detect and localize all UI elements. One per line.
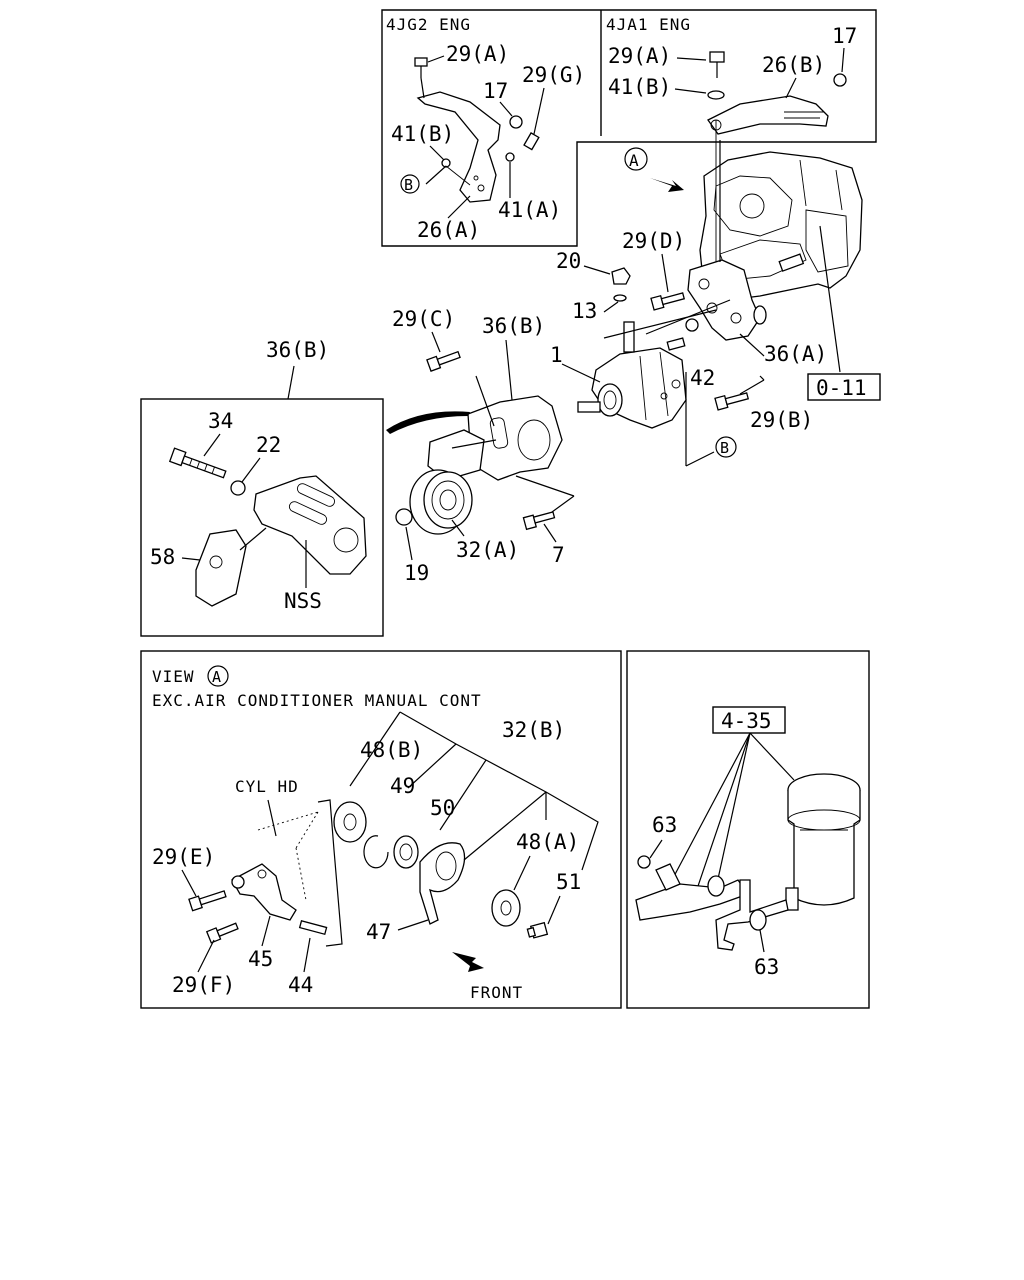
bracket-26b-drawing [707,51,847,135]
bolts-drawing [426,292,750,531]
callout-34: 34 [208,409,233,433]
view-a-marker: A [624,147,684,192]
callout-17-right: 17 [832,24,857,48]
callout-29b: 29(B) [750,408,813,432]
power-steering-pump-drawing [577,267,687,429]
callout-13: 13 [572,299,597,323]
marker-b-circle [400,174,420,194]
ref-box-4-35 [712,706,786,734]
callout-19: 19 [404,561,429,585]
ref-box-4-35-label: 4-35 [721,709,772,733]
inset-36b: 36(B) 34 22 58 NSS [140,338,384,637]
callout-29c: 29(C) [392,307,455,331]
callout-48b: 48(B) [360,738,423,762]
callout-22: 22 [256,433,281,457]
cyl-hd-label: CYL HD [235,777,299,796]
inset-4jg2-callouts: 29(A) 17 29(G) 41(B) 41(A) 26(A) B [391,42,585,242]
callout-29g: 29(G) [522,63,585,87]
marker-a-letter: A [629,151,639,170]
callout-29a-left: 29(A) [446,42,509,66]
callout-32a: 32(A) [456,538,519,562]
bracket-36a-drawing [685,253,805,341]
callout-29d: 29(D) [622,229,685,253]
bracket-26a-drawing [414,57,540,203]
inset-4jg2-header: 4JG2 ENG [386,15,471,34]
callout-63-bottom: 63 [754,955,779,979]
pulley-32a-drawing [395,469,473,535]
ref-box-0-11 [807,373,881,401]
callout-29a-right: 29(A) [608,44,671,68]
view-a-title-marker: A [212,668,221,686]
view-a-inset: VIEW A EXC.AIR CONDITIONER MANUAL CONT C… [140,650,622,1009]
callout-17-left: 17 [483,79,508,103]
marker-b-letter-main: B [720,439,729,457]
callout-20: 20 [556,249,581,273]
reservoir-inset: 4-35 63 63 [626,650,870,1009]
callout-49: 49 [390,774,415,798]
callout-42: 42 [690,366,715,390]
callout-48a: 48(A) [516,830,579,854]
callout-nss: NSS [284,589,322,613]
inset-4ja1-callouts: 29(A) 41(B) 26(B) 17 [608,24,857,99]
callout-44: 44 [288,973,313,997]
marker-b-letter: B [404,176,413,194]
callout-7: 7 [552,543,565,567]
callout-50: 50 [430,796,455,820]
callout-51: 51 [556,870,581,894]
callout-26a: 26(A) [417,218,480,242]
callout-36a: 36(A) [764,342,827,366]
callout-36b-main: 36(B) [482,314,545,338]
callout-47: 47 [366,920,391,944]
callout-41a: 41(A) [498,198,561,222]
engine-block-drawing [699,120,863,301]
callout-29f: 29(F) [172,973,235,997]
bracket-36b-main-drawing [386,395,563,481]
main-callouts: 29(D) 20 13 29(C) 36(B) 1 42 36(A) 29(B)… [392,229,881,585]
callout-32b: 32(B) [502,718,565,742]
inset-36b-title: 36(B) [266,338,329,362]
front-arrow-icon [452,952,484,972]
callout-1: 1 [550,343,563,367]
ref-box-0-11-label: 0-11 [816,376,867,400]
callout-45: 45 [248,947,273,971]
callout-41b-left: 41(B) [391,122,454,146]
view-a-subtitle: EXC.AIR CONDITIONER MANUAL CONT [152,691,482,710]
callout-63-top: 63 [652,813,677,837]
callout-29e: 29(E) [152,845,215,869]
main-leader-lines [475,140,841,513]
engine-variant-inset: 4JG2 ENG 4JA1 ENG [381,9,877,247]
view-a-title: VIEW [152,667,195,686]
callout-41b-right: 41(B) [608,75,671,99]
callout-58: 58 [150,545,175,569]
callout-26b: 26(B) [762,53,825,77]
inset-4ja1-header: 4JA1 ENG [606,15,691,34]
front-label: FRONT [470,983,523,1002]
marker-b-circle-main [715,436,737,458]
